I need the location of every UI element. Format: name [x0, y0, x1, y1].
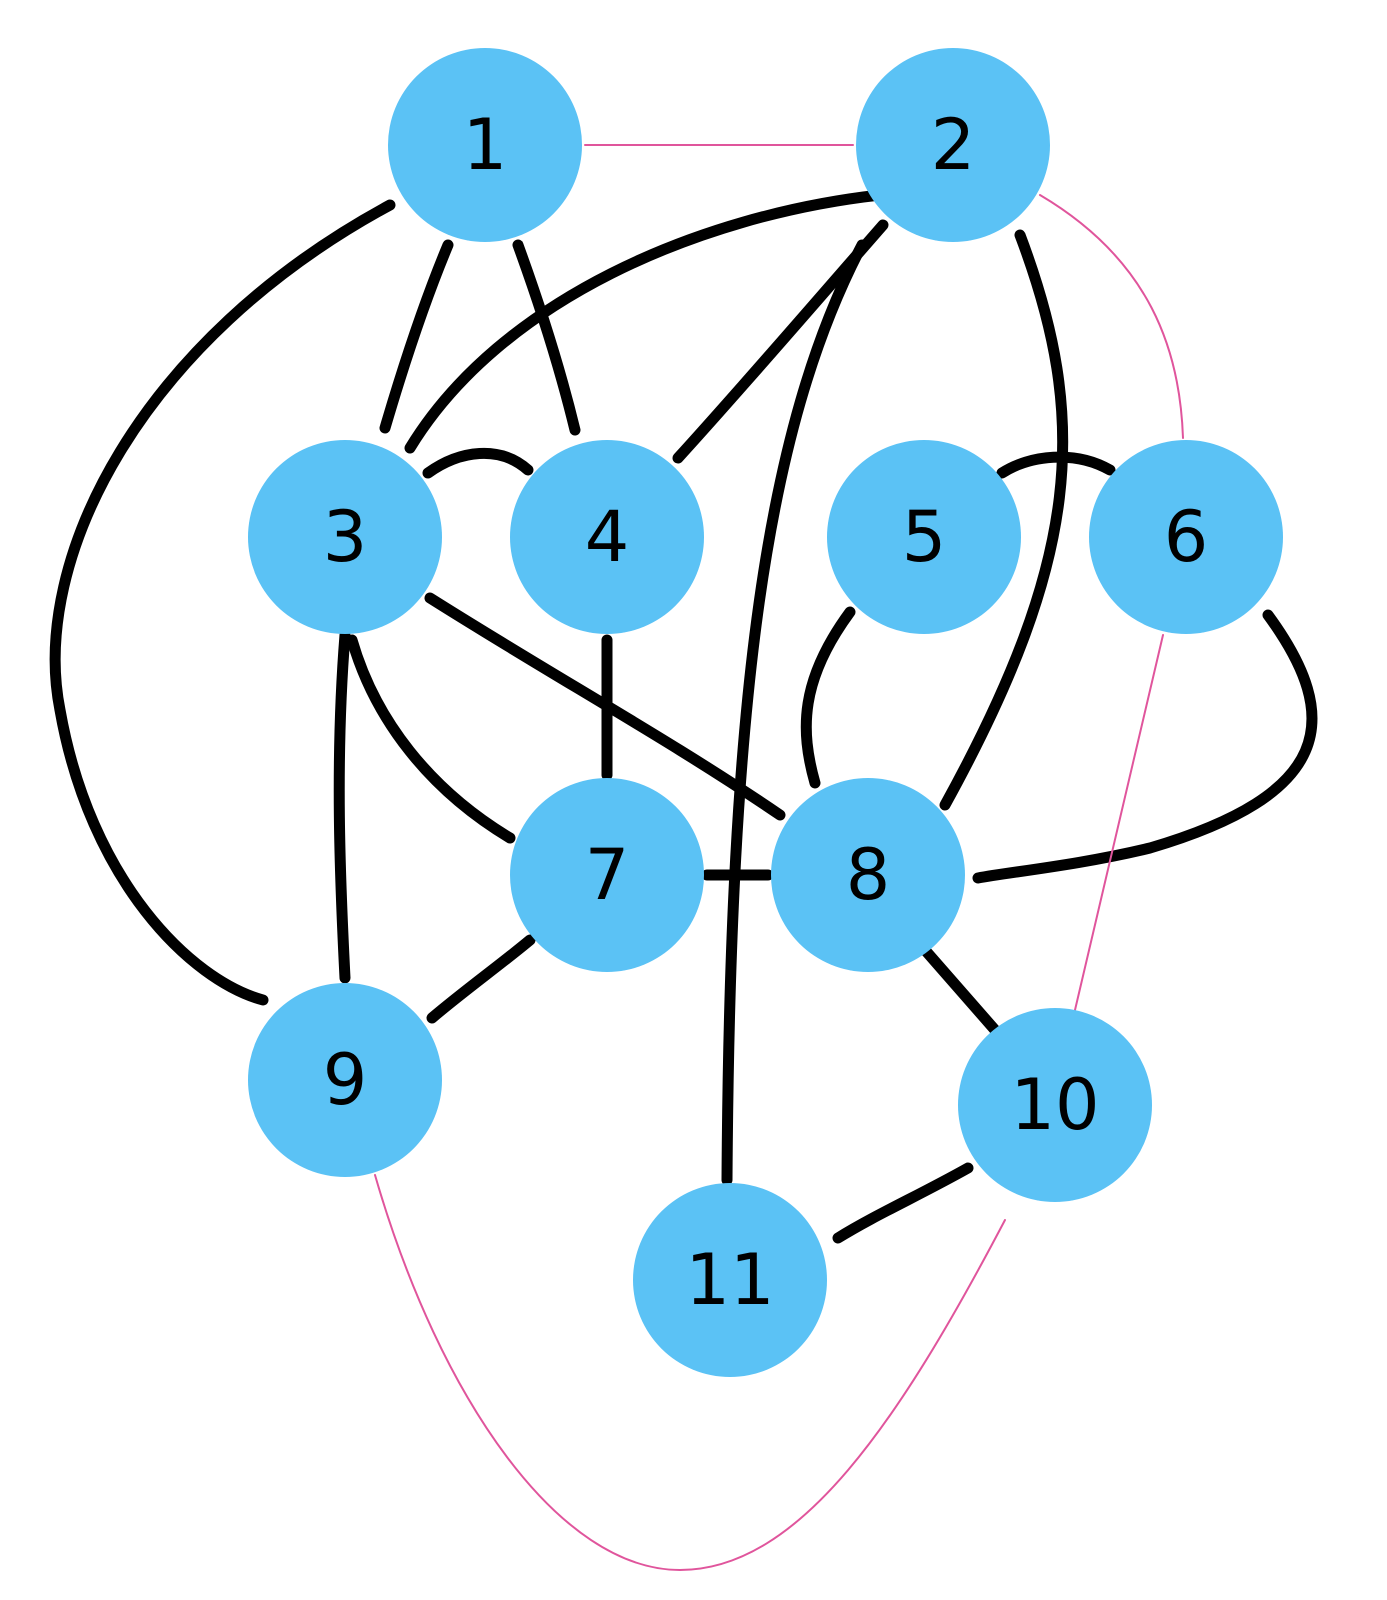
node-5: 5 [827, 440, 1021, 634]
edge-5-8 [800, 606, 856, 789]
node-label-10: 10 [1010, 1064, 1099, 1146]
node-8: 8 [771, 778, 965, 972]
node-layer: 1 2 3 4 5 6 7 8 9 10 11 [248, 48, 1283, 1377]
node-label-4: 4 [585, 496, 630, 578]
edge-6-8 [972, 609, 1318, 884]
node-circle-4 [510, 440, 704, 634]
node-circle-6 [1089, 440, 1283, 634]
edge-2-3 [404, 189, 886, 454]
node-label-2: 2 [931, 104, 976, 186]
edge-10-11 [832, 1162, 974, 1244]
node-circle-5 [827, 440, 1021, 634]
node-label-11: 11 [685, 1239, 774, 1321]
node-7: 7 [510, 778, 704, 972]
edge-7-9 [426, 934, 536, 1024]
edge-1-4 [512, 239, 581, 436]
node-6: 6 [1089, 440, 1283, 634]
edge-5-6 [996, 451, 1116, 479]
node-9: 9 [248, 983, 442, 1177]
edge-3-7 [346, 634, 516, 844]
node-2: 2 [856, 48, 1050, 242]
node-circle-2 [856, 48, 1050, 242]
edge-6-10 [1074, 634, 1164, 1011]
node-label-5: 5 [902, 496, 947, 578]
edge-3-4 [422, 447, 534, 479]
edge-2-8 [939, 229, 1069, 811]
node-1: 1 [388, 48, 582, 242]
node-circle-11 [633, 1183, 827, 1377]
edge-3-9 [333, 629, 351, 984]
edge-2-11 [721, 239, 868, 1186]
node-10: 10 [958, 1008, 1152, 1202]
node-label-6: 6 [1164, 496, 1209, 578]
node-label-1: 1 [463, 104, 508, 186]
node-circle-9 [248, 983, 442, 1177]
node-11: 11 [633, 1183, 827, 1377]
node-circle-8 [771, 778, 965, 972]
node-3: 3 [248, 440, 442, 634]
node-circle-7 [510, 778, 704, 972]
edge-1-9 [49, 199, 396, 1006]
edge-9-10 [374, 1174, 1006, 1572]
node-label-7: 7 [585, 834, 630, 916]
node-label-3: 3 [323, 496, 368, 578]
edge-2-6 [1039, 194, 1184, 439]
node-circle-10 [958, 1008, 1152, 1202]
node-4: 4 [510, 440, 704, 634]
edge-1-3 [379, 239, 454, 434]
edge-8-10 [919, 944, 1001, 1036]
edge-layer [49, 144, 1318, 1572]
node-circle-1 [388, 48, 582, 242]
node-label-8: 8 [846, 834, 891, 916]
node-label-9: 9 [323, 1039, 368, 1121]
node-circle-3 [248, 440, 442, 634]
